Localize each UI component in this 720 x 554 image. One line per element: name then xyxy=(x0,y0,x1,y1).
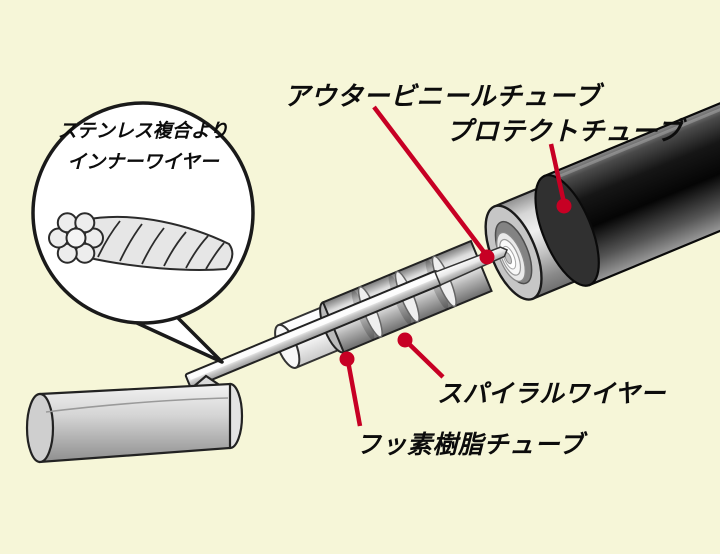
leader-protect xyxy=(548,143,567,204)
label-spiral-wire: スパイラルワイヤー xyxy=(437,379,666,408)
leader-fluoro xyxy=(345,360,363,427)
callout-label-line2: インナーワイヤー xyxy=(67,151,219,174)
callout-label: ステンレス複合より インナーワイヤー xyxy=(30,116,256,179)
leader-spiral xyxy=(405,340,445,379)
dot-outer-vinyl xyxy=(479,249,495,265)
label-protect-tube: プロテクトチューブ xyxy=(446,117,683,147)
wire-strand-end xyxy=(65,227,87,249)
label-outer-vinyl-tube: アウタービニールチューブ xyxy=(284,82,601,112)
dot-spiral xyxy=(397,332,413,348)
dot-protect xyxy=(556,198,572,214)
label-fluoro-tube: フッ素樹脂チューブ xyxy=(356,430,585,459)
callout-label-line1: ステンレス複合より xyxy=(57,120,229,142)
cable-end-fitting xyxy=(25,374,244,464)
leader-lines xyxy=(339,105,572,427)
dot-fluoro xyxy=(339,351,355,367)
inner-wire-callout xyxy=(31,101,255,364)
leader-outer-vinyl xyxy=(372,105,489,258)
stranded-wire-drawing xyxy=(48,212,234,271)
